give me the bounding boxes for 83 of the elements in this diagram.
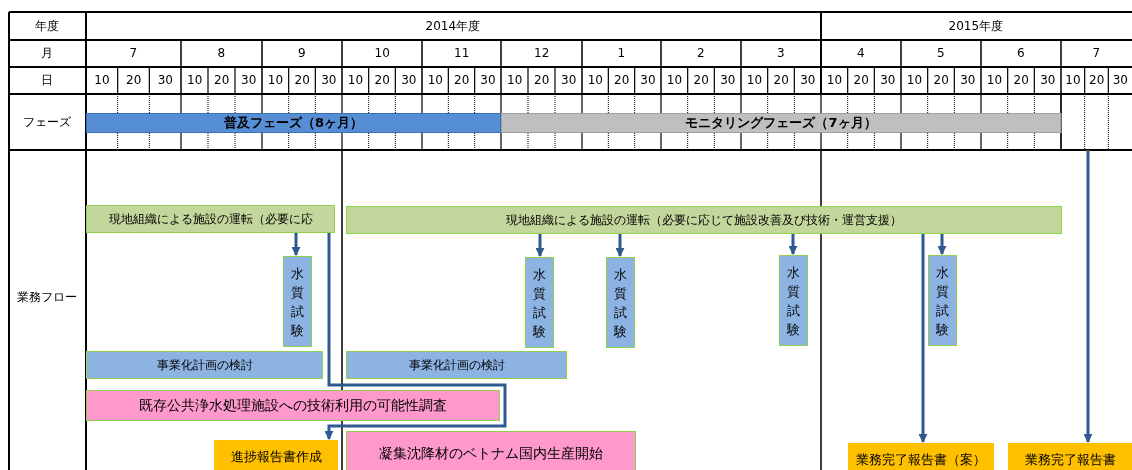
day-label: 30 — [800, 74, 816, 87]
arrow — [1083, 150, 1093, 443]
day-label: 10 — [666, 74, 683, 87]
day-label: 10 — [746, 74, 763, 87]
month-label: 11 — [454, 47, 470, 60]
day-label: 10 — [427, 74, 443, 87]
day-label: 10 — [507, 74, 523, 87]
day-label: 30 — [720, 74, 736, 87]
month-label: 3 — [777, 47, 785, 60]
day-label: 30 — [561, 74, 577, 87]
test-box: 水質試験 — [928, 255, 957, 346]
arrow — [918, 234, 928, 443]
day-label: 20 — [126, 74, 142, 87]
phase-bar: 普及フェーズ（8ヶ月） — [86, 113, 501, 133]
row-header: 業務フロー — [17, 290, 77, 304]
test-box: 水質試験 — [525, 257, 554, 348]
day-label: 20 — [534, 74, 550, 87]
row-header: 月 — [41, 47, 53, 60]
arrow — [535, 234, 545, 257]
phase-bar: モニタリングフェーズ（7ヶ月） — [501, 113, 1061, 133]
month-label: 1 — [617, 47, 626, 60]
day-label: 10 — [826, 74, 843, 87]
day-label: 20 — [294, 74, 310, 87]
day-label: 20 — [773, 74, 789, 87]
task-bar: 現地組織による施設の運転（必要に応 — [86, 205, 335, 233]
row-header: 日 — [41, 74, 53, 87]
arrow — [615, 234, 625, 257]
month-label: 10 — [374, 47, 390, 60]
day-label: 10 — [267, 74, 284, 87]
row-header: 年度 — [35, 19, 59, 33]
day-label: 10 — [187, 74, 203, 87]
day-label: 10 — [986, 74, 1003, 87]
day-label: 30 — [241, 74, 257, 87]
month-label: 7 — [129, 47, 138, 60]
test-box: 水質試験 — [283, 256, 312, 347]
day-label: 30 — [157, 74, 173, 87]
day-label: 30 — [640, 74, 656, 87]
day-label: 10 — [587, 74, 603, 87]
day-label: 20 — [614, 74, 630, 87]
arrow — [291, 233, 301, 256]
day-label: 30 — [1112, 74, 1128, 87]
month-label: 5 — [937, 47, 945, 60]
year-label: 2015年度 — [948, 19, 1004, 33]
task-bar: 凝集沈降材のベトナム国内生産開始 — [346, 431, 636, 470]
day-label: 30 — [401, 74, 417, 87]
month-label: 9 — [298, 47, 306, 60]
day-label: 20 — [214, 74, 230, 87]
day-label: 20 — [853, 74, 869, 87]
row-header: フェーズ — [23, 115, 71, 129]
day-label: 20 — [1013, 74, 1029, 87]
task-bar: 既存公共浄水処理施設への技術利用の可能性調査 — [86, 390, 500, 421]
month-label: 8 — [217, 47, 226, 60]
day-label: 30 — [880, 74, 896, 87]
day-label: 20 — [933, 74, 949, 87]
month-label: 2 — [697, 47, 705, 60]
test-box: 水質試験 — [779, 255, 808, 346]
report-box: 業務完了報告書 — [1008, 443, 1132, 470]
day-label: 10 — [906, 74, 923, 87]
year-label: 2014年度 — [425, 19, 481, 33]
arrow — [937, 234, 947, 255]
day-label: 30 — [480, 74, 496, 87]
day-label: 30 — [321, 74, 337, 87]
day-label: 20 — [454, 74, 470, 87]
task-bar: 事業化計画の検討 — [86, 351, 323, 379]
month-label: 12 — [534, 47, 550, 60]
day-label: 10 — [1065, 74, 1081, 87]
day-label: 20 — [1089, 74, 1105, 87]
report-box: 進捗報告書作成 — [214, 440, 338, 470]
task-bar: 事業化計画の検討 — [346, 351, 567, 379]
day-label: 10 — [347, 74, 364, 87]
month-label: 6 — [1017, 47, 1025, 60]
day-label: 20 — [374, 74, 390, 87]
arrow — [788, 234, 798, 255]
report-box: 業務完了報告書（案） — [848, 443, 994, 470]
day-label: 30 — [1040, 74, 1056, 87]
month-label: 4 — [857, 47, 865, 60]
arrow — [324, 233, 507, 440]
day-label: 30 — [960, 74, 976, 87]
day-label: 10 — [94, 74, 110, 87]
month-label: 7 — [1092, 47, 1101, 60]
day-label: 20 — [693, 74, 709, 87]
task-bar: 現地組織による施設の運転（必要に応じて施設改善及び技術・運営支援） — [346, 206, 1062, 234]
test-box: 水質試験 — [606, 257, 635, 348]
